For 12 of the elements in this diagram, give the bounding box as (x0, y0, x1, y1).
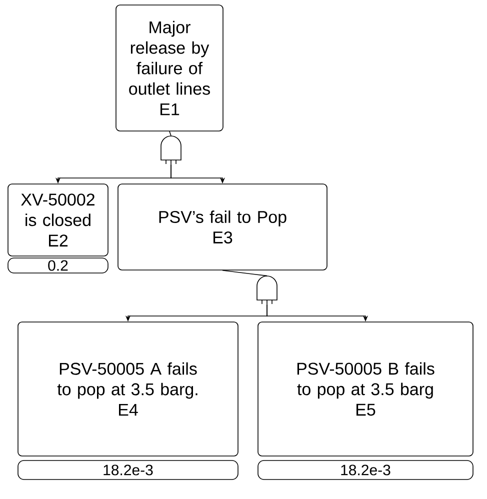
event-box: PSV-50005 B fails to pop at 3.5 barg E5 (258, 322, 474, 456)
event-box: XV-50002 is closed E2 (8, 184, 108, 256)
event-box: PSV’s fail to Pop E3 (118, 184, 328, 270)
connector (222, 270, 268, 276)
probability-box: 18.2e-3 (258, 460, 474, 480)
probability-box: 0.2 (8, 258, 108, 274)
probability-box: 18.2e-3 (18, 460, 238, 480)
and-gate (256, 276, 278, 304)
and-gate (160, 136, 182, 164)
event-box: Major release by failure of outlet lines E1 (116, 4, 224, 132)
connector (169, 131, 172, 136)
event-box: PSV-50005 A fails to pop at 3.5 barg. E4 (18, 322, 238, 456)
